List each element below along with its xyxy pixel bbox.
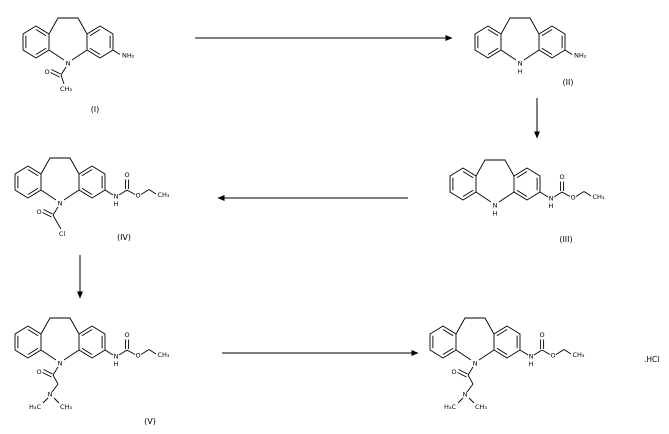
- ethyl-ch3-label: CH₃: [593, 193, 605, 201]
- ethyl-ch3-label: CH₃: [573, 351, 585, 359]
- carbamate-bonds: [519, 339, 572, 356]
- carbamate-bonds: [104, 339, 157, 356]
- dibenzazepine-skeleton: [474, 17, 566, 61]
- azepine-h-label: H: [493, 210, 498, 218]
- amine-bond: [112, 49, 121, 55]
- azepine-n-label: N: [58, 360, 63, 368]
- acetyl-bonds: [50, 66, 67, 85]
- structure-label-III: (III): [559, 235, 572, 244]
- left-methyl-label: H₃C: [444, 403, 456, 411]
- carbamate-ester-o-label: O: [135, 352, 140, 360]
- structure-label-II: (II): [563, 78, 574, 87]
- carbamate-carbonyl-o-label: O: [124, 331, 129, 339]
- hydrochloride-salt-label: .HCl: [644, 355, 659, 364]
- chlorine-label: Cl: [59, 230, 66, 238]
- carbonyl-o-label: O: [451, 368, 456, 376]
- structure-III: N H N H O O CH₃ (III): [449, 159, 605, 244]
- dibenzazepine-skeleton: [429, 317, 521, 361]
- carbamate-n-label: N: [114, 353, 119, 361]
- carbamate-carbonyl-o-label: O: [559, 173, 564, 181]
- amine-label: NH₂: [574, 52, 587, 60]
- carbamate-bonds: [104, 179, 157, 196]
- amine-bond: [564, 49, 573, 55]
- carbamate-carbonyl-o-label: O: [539, 331, 544, 339]
- carbonyl-o-label: O: [36, 368, 41, 376]
- structure-IV: N O Cl N H O O CH₃ (IV): [14, 157, 170, 242]
- structure-II: N H NH₂ (II): [474, 17, 587, 87]
- carbamate-h-label: H: [529, 360, 534, 368]
- dimethylamino-n-label: N: [463, 391, 468, 399]
- carbamate-h-label: H: [114, 200, 119, 208]
- structure-V: N O N H₃C CH₃ N H O O CH₃ (V): [14, 317, 170, 426]
- carbonyl-o-label: O: [36, 208, 41, 216]
- methyl-label: CH₃: [60, 85, 72, 93]
- azepine-n-label: N: [493, 202, 498, 210]
- dimethylaminoacetyl-bonds: [457, 366, 475, 404]
- carbamate-n-label: N: [114, 193, 119, 201]
- carbamate-ester-o-label: O: [135, 192, 140, 200]
- ethyl-ch3-label: CH₃: [158, 351, 170, 359]
- carbamate-h-label: H: [114, 360, 119, 368]
- right-methyl-label: CH₃: [60, 403, 72, 411]
- dibenzazepine-skeleton: [22, 17, 114, 61]
- carbamate-h-label: H: [549, 202, 554, 210]
- azepine-n-label: N: [58, 200, 63, 208]
- carbamate-ester-o-label: O: [550, 352, 555, 360]
- structure-label-V: (V): [144, 417, 156, 426]
- amine-label: NH₂: [122, 52, 135, 60]
- carbamate-n-label: N: [529, 353, 534, 361]
- left-methyl-label: H₃C: [29, 403, 41, 411]
- dibenzazepine-skeleton: [449, 159, 541, 203]
- dimethylaminoacetyl-bonds: [42, 366, 60, 404]
- azepine-n-label: N: [473, 360, 478, 368]
- structure-product: N O N H₃C CH₃ N H O O CH₃: [429, 317, 585, 411]
- carbamate-carbonyl-o-label: O: [124, 171, 129, 179]
- carbamate-bonds: [539, 181, 592, 198]
- azepine-h-label: H: [518, 68, 523, 76]
- structure-label-I: (I): [91, 105, 100, 114]
- dimethylamino-n-label: N: [48, 391, 53, 399]
- chloroacetyl-bonds: [42, 206, 62, 230]
- ethyl-ch3-label: CH₃: [158, 191, 170, 199]
- carbamate-n-label: N: [549, 195, 554, 203]
- azepine-n-label: N: [518, 60, 523, 68]
- carbonyl-o-label: O: [44, 68, 49, 76]
- structure-label-IV: (IV): [117, 233, 131, 242]
- structure-I: N O CH₃ NH₂ (I): [22, 17, 135, 114]
- azepine-n-label: N: [66, 60, 71, 68]
- carbamate-ester-o-label: O: [570, 194, 575, 202]
- dibenzazepine-skeleton: [14, 157, 106, 201]
- right-methyl-label: CH₃: [475, 403, 487, 411]
- dibenzazepine-skeleton: [14, 317, 106, 361]
